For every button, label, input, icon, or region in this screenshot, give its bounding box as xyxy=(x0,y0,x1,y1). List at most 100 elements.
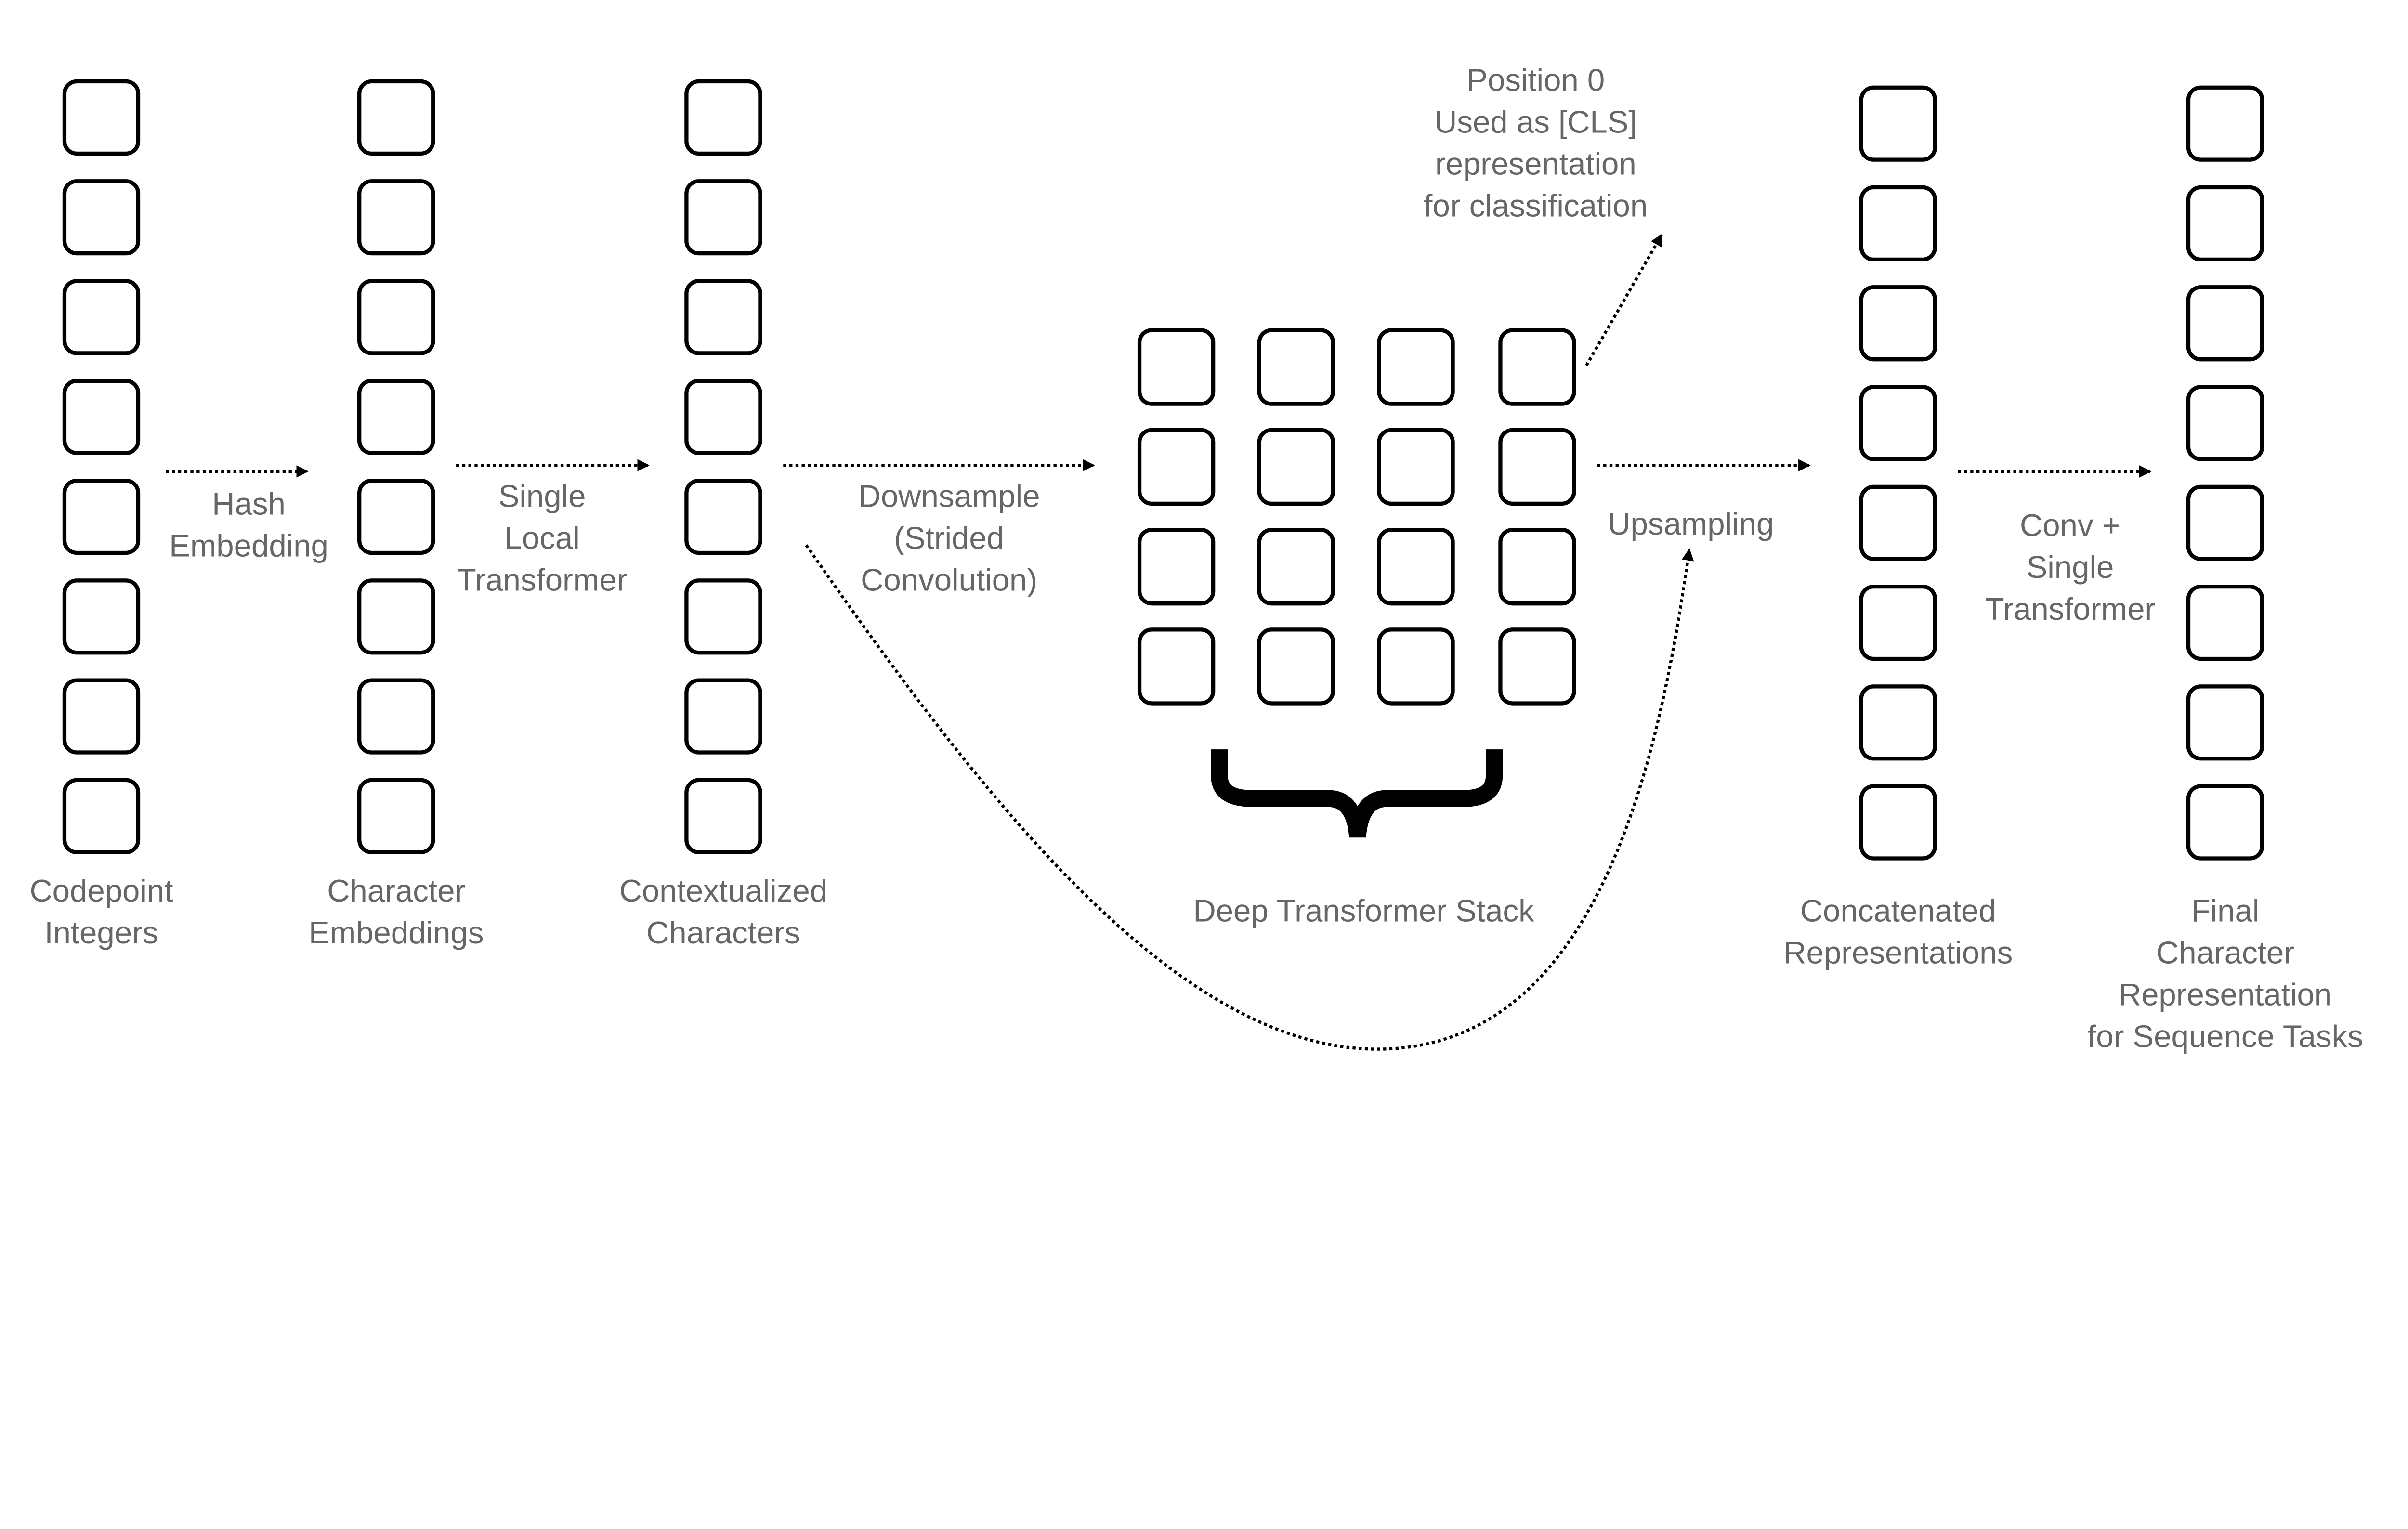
vector-cell xyxy=(62,478,141,555)
vector-cell xyxy=(684,778,762,854)
label-conv-line: Conv + xyxy=(2020,508,2120,543)
vector-cell xyxy=(62,778,141,854)
vector-cell xyxy=(2186,285,2264,362)
grid-cell xyxy=(1257,328,1335,406)
vector-cell xyxy=(1859,584,1937,661)
vector-cell xyxy=(2186,684,2264,761)
vector-cell xyxy=(1859,684,1937,761)
arrow-cls xyxy=(1585,234,1663,366)
label-char-emb-line: Embeddings xyxy=(309,915,484,950)
label-cls-line: Position 0 xyxy=(1466,62,1605,97)
vector-cell xyxy=(684,379,762,455)
grid-cell xyxy=(1377,428,1455,506)
grid-cell xyxy=(1498,428,1576,506)
vector-cell xyxy=(684,79,762,156)
vector-cell xyxy=(357,379,435,455)
label-local-line: Single xyxy=(498,478,586,513)
vector-cell xyxy=(2186,385,2264,461)
label-downsample-line: (Strided xyxy=(894,521,1004,556)
label-hash-line: Embedding xyxy=(169,528,328,563)
label-final-line: for Sequence Tasks xyxy=(2087,1019,2363,1054)
vector-cell xyxy=(62,79,141,156)
column-char-emb xyxy=(357,79,435,854)
vector-cell xyxy=(62,578,141,655)
vector-cell xyxy=(357,678,435,755)
vector-cell xyxy=(1859,784,1937,861)
vector-cell xyxy=(357,778,435,854)
label-deep-transformer-stack: Deep Transformer Stack xyxy=(1193,893,1534,928)
grid-cell xyxy=(1498,527,1576,606)
vector-cell xyxy=(357,578,435,655)
grid-cell xyxy=(1498,627,1576,706)
vector-cell xyxy=(357,79,435,156)
label-final-line: Representation xyxy=(2119,977,2332,1012)
vector-cell xyxy=(357,279,435,355)
vector-cell xyxy=(684,179,762,256)
vector-cell xyxy=(62,678,141,755)
grid-cell xyxy=(1137,428,1216,506)
label-downsample-line: Convolution) xyxy=(861,562,1037,598)
vector-cell xyxy=(2186,784,2264,861)
label-conv-line: Transformer xyxy=(1985,591,2155,627)
label-codepoint-line: Codepoint xyxy=(29,873,173,908)
label-final-line: Character xyxy=(2156,935,2294,970)
grid-cell xyxy=(1377,527,1455,606)
vector-cell xyxy=(1859,285,1937,362)
label-concatenated-line: Representations xyxy=(1783,935,2013,970)
label-final-line: Final xyxy=(2191,893,2260,928)
vector-cell xyxy=(684,678,762,755)
grid-cell xyxy=(1257,428,1335,506)
label-contextualized-line: Contextualized xyxy=(619,873,827,908)
vector-cell xyxy=(357,179,435,256)
label-upsampling-line: Upsampling xyxy=(1608,506,1774,541)
grid-cell xyxy=(1137,527,1216,606)
vector-cell xyxy=(1859,385,1937,461)
grid-cell xyxy=(1137,328,1216,406)
vector-cell xyxy=(1859,185,1937,262)
vector-cell xyxy=(2186,484,2264,561)
arrow-residual-curve xyxy=(805,544,1694,1051)
label-contextualized-line: Characters xyxy=(646,915,800,950)
vector-cell xyxy=(1859,85,1937,162)
column-concatenated xyxy=(1859,85,1937,861)
canine-architecture-diagram: CodepointIntegersCharacterEmbeddingsCont… xyxy=(29,62,2363,1054)
vector-cell xyxy=(684,478,762,555)
label-conv-line: Single xyxy=(2027,549,2114,585)
vector-cell xyxy=(684,578,762,655)
vector-cell xyxy=(2186,185,2264,262)
column-contextualized xyxy=(684,79,762,854)
brace-icon xyxy=(1211,749,1503,838)
label-cls-line: Used as [CLS] xyxy=(1434,104,1637,139)
vector-cell xyxy=(62,379,141,455)
grid-cell xyxy=(1498,328,1576,406)
label-concatenated-line: Concatenated xyxy=(1800,893,1996,928)
vector-cell xyxy=(684,279,762,355)
vector-cell xyxy=(62,279,141,355)
vector-cell xyxy=(357,478,435,555)
grid-cell xyxy=(1377,627,1455,706)
column-final xyxy=(2186,85,2264,861)
vector-cell xyxy=(2186,85,2264,162)
label-upsampling: Upsampling xyxy=(1608,506,1774,541)
vector-cell xyxy=(62,179,141,256)
grid-cell xyxy=(1257,627,1335,706)
label-codepoint-line: Integers xyxy=(44,915,158,950)
label-hash-line: Hash xyxy=(212,486,286,521)
grid-cell xyxy=(1377,328,1455,406)
deep-transformer-grid xyxy=(1137,328,1576,706)
vector-cell xyxy=(1859,484,1937,561)
label-downsample-line: Downsample xyxy=(858,478,1040,513)
grid-cell xyxy=(1257,527,1335,606)
label-cls-line: for classification xyxy=(1424,188,1648,223)
vector-cell xyxy=(2186,584,2264,661)
